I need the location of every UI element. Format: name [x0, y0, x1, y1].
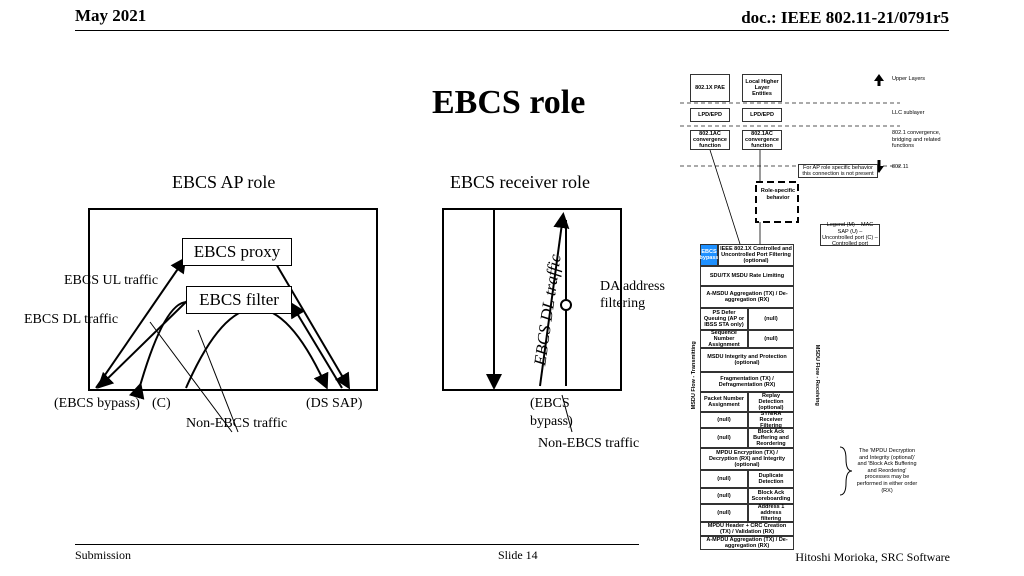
receiver-role-frame — [442, 208, 622, 391]
replay-cell: Replay Detection (optional) — [748, 392, 794, 412]
mac-stack-figure: 802.1X PAE Local Higher Layer Entities U… — [680, 72, 960, 552]
sdu-rate-cell: SDU/TX MSDU Rate Limiting — [700, 266, 794, 286]
block-ack-sb-cell: Block Ack Scoreboarding — [748, 488, 794, 504]
mpdu-header-cell: MPDU Header + CRC Creation (TX) / Valida… — [700, 522, 794, 536]
null-cell-4: (null) — [700, 428, 748, 448]
lpd-cell-2: LPD/EPD — [742, 108, 782, 122]
ebcs-proxy-box: EBCS proxy — [182, 238, 292, 266]
legend-cell: Legend (M) – MAC SAP (U) – Uncontrolled … — [820, 222, 880, 247]
footer-rule — [75, 544, 639, 545]
ap-role-note-cell: For AP role specific behavior this conne… — [798, 164, 878, 178]
syn-recv-cell: SYN/RA Receiver Filtering — [748, 411, 794, 429]
side-order-note: The 'MPDU Decryption and Integrity (opti… — [856, 448, 918, 494]
footer-slide-number: Slide 14 — [498, 548, 538, 562]
header-rule — [75, 30, 949, 31]
local-entities-cell: Local Higher Layer Entities — [742, 74, 782, 102]
footer-author: Hitoshi Morioka, SRC Software — [795, 550, 950, 564]
null-cell-5: (null) — [700, 470, 748, 488]
slide-title: EBCS role — [432, 84, 586, 121]
block-ack-cell: Block Ack Buffering and Reordering — [748, 428, 794, 448]
mpdu-enc-cell: MPDU Encryption (TX) / Decryption (RX) a… — [700, 448, 794, 470]
label-80211: 802.11 — [892, 164, 909, 170]
addr1-cell: Address 1 address filtering — [748, 504, 794, 522]
header-doc: doc.: IEEE 802.11-21/0791r5 — [741, 8, 949, 27]
receiver-bypass-line2: bypass) — [530, 414, 573, 429]
llc-sublayer-note: LLC sublayer — [892, 110, 925, 116]
non-ebcs-traffic-label: Non-EBCS traffic — [186, 416, 288, 431]
ebcs-bypass-label: (EBCS bypass) — [54, 396, 140, 411]
receiver-non-ebcs-label: Non-EBCS traffic — [538, 436, 640, 451]
null-cell-3: (null) — [700, 412, 748, 428]
rx-flow-label: MSDU Flow - Receiving — [813, 344, 820, 406]
pn-assign-cell: Packet Number Assignment — [700, 392, 748, 412]
receiver-bypass-line1: (EBCS — [530, 396, 570, 411]
conv-cell-1: 802.1AC convergence function — [690, 130, 730, 150]
ds-sap-label: (DS SAP) — [306, 396, 363, 411]
ap-role-heading: EBCS AP role — [172, 172, 276, 192]
receiver-role-arrows — [486, 210, 573, 433]
upper-layers-note: Upper Layers — [892, 76, 926, 82]
msdu-integrity-cell: MSDU Integrity and Protection (optional) — [700, 348, 794, 372]
ps-defer-cell: PS Defer Queuing (AP or IBSS STA only) — [700, 308, 748, 330]
null-cell-6: (null) — [700, 488, 748, 504]
amsdu-cell: A-MSDU Aggregation (TX) / De-aggregation… — [700, 286, 794, 308]
seq-num-cell: Sequence Number Assignment — [700, 330, 748, 348]
receiver-role-heading: EBCS receiver role — [450, 172, 590, 192]
role-specific-label: Role-specific behavior — [760, 188, 796, 201]
header-date: May 2021 — [75, 6, 147, 25]
lpd-cell-1: LPD/EPD — [690, 108, 730, 122]
da-address-filtering-label: DA address filtering — [600, 279, 665, 311]
controlled-port-label: (C) — [152, 396, 171, 411]
convergence-note: 802.1 convergence, bridging and related … — [892, 130, 941, 150]
fragmentation-cell: Fragmentation (TX) / Defragmentation (RX… — [700, 372, 794, 392]
ebcs-ul-traffic-label: EBCS UL traffic — [64, 273, 159, 288]
ieee-8021x-cell: IEEE 802.1X Controlled and Uncontrolled … — [718, 244, 794, 266]
footer-submission: Submission — [75, 548, 132, 562]
null-cell-2: (null) — [748, 330, 794, 348]
duplicate-cell: Duplicate Detection — [748, 470, 794, 488]
null-cell-1: (null) — [748, 308, 794, 330]
pae-cell: 802.1X PAE — [690, 74, 730, 102]
ebcs-filter-box: EBCS filter — [186, 286, 292, 314]
mac-stack-lines — [680, 74, 900, 496]
ampdu-cell: A-MPDU Aggregation (TX) / De-aggregation… — [700, 536, 794, 550]
null-cell-7: (null) — [700, 504, 748, 522]
tx-flow-label: MSDU Flow - Transmitting — [690, 341, 697, 410]
ebcs-dl-traffic-label: EBCS DL traffic — [24, 312, 119, 327]
ebcs-bypass-cell: EBCS bypass — [700, 244, 719, 266]
conv-cell-2: 802.1AC convergence function — [742, 130, 782, 150]
